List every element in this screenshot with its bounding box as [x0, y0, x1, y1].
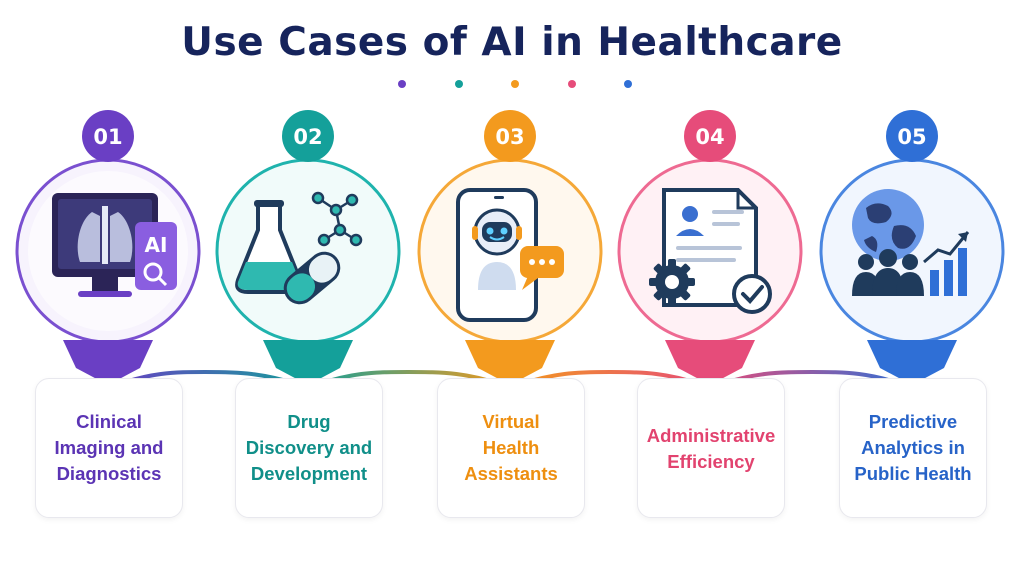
step-4: 04 — [617, 110, 803, 398]
step-2-number: 02 — [293, 125, 322, 149]
document-gear-check-icon — [649, 188, 772, 314]
flask-pill-molecule-icon — [235, 191, 363, 305]
step-4-number: 04 — [695, 125, 724, 149]
step-1-card: Clinical Imaging and Diagnostics — [35, 378, 183, 518]
step-5: 05 — [819, 110, 1005, 398]
step-1-number: 01 — [93, 125, 122, 149]
step-3: 03 — [417, 110, 603, 398]
step-4-label: Administrative Efficiency — [646, 425, 776, 472]
step-2: 02 — [215, 110, 401, 398]
step-2-label: Drug Discovery and Development — [245, 411, 373, 484]
step-1-label: Clinical Imaging and Diagnostics — [54, 411, 164, 484]
step-5-card: Predictive Analytics in Public Health — [839, 378, 987, 518]
step-3-badge — [484, 110, 536, 162]
step-4-ribbon — [665, 340, 755, 385]
globe-people-chart-icon — [852, 189, 970, 296]
step-1: 01 AI — [15, 110, 201, 398]
step-5-number: 05 — [897, 125, 926, 149]
page-title: Use Cases of AI in Healthcare — [181, 20, 843, 65]
step-3-card: Virtual Health Assistants — [437, 378, 585, 518]
step-5-badge — [886, 110, 938, 162]
svg-text:AI: AI — [145, 233, 168, 257]
step-2-card: Drug Discovery and Development — [235, 378, 383, 518]
step-5-ribbon — [867, 340, 957, 385]
step-2-ribbon — [263, 340, 353, 385]
step-4-card: Administrative Efficiency — [637, 378, 785, 518]
step-2-badge — [282, 110, 334, 162]
step-1-badge — [82, 110, 134, 162]
xray-monitor-ai-icon: AI — [52, 193, 177, 297]
title-divider — [398, 80, 632, 88]
step-1-ribbon — [63, 340, 153, 385]
step-3-label: Virtual Health Assistants — [464, 411, 558, 484]
chatbot-phone-icon — [456, 188, 564, 322]
step-5-label: Predictive Analytics in Public Health — [854, 411, 972, 484]
step-4-badge — [684, 110, 736, 162]
step-3-number: 03 — [495, 125, 524, 149]
step-3-ribbon — [465, 340, 555, 385]
